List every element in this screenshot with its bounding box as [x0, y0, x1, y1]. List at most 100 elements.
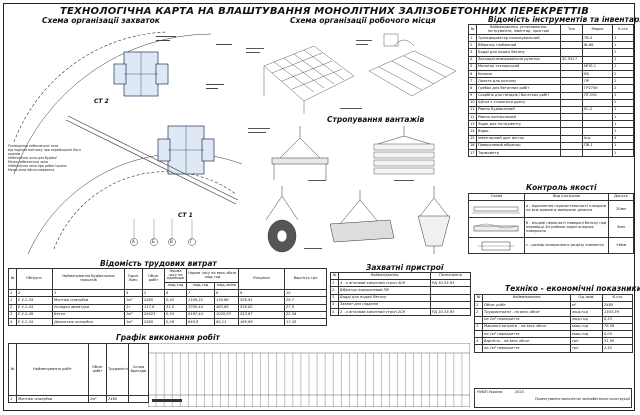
axis-labels: А Б В Г	[131, 239, 201, 247]
tools-table: № Найменування, установлення, інструмент…	[468, 24, 634, 158]
quality-title: Контроль якості	[526, 183, 597, 192]
labor-table-wrap: № Обґрунт. Найменування будівельних проц…	[8, 267, 328, 327]
schedule-wrap: № Найменування робіт Обсяг робіт Трудомі…	[8, 343, 470, 407]
labor-table: № Обґрунт. Найменування будівельних проц…	[8, 267, 328, 327]
labor-title: Відомість трудових витрат	[100, 259, 217, 268]
quality-header-scheme: Схема	[468, 192, 525, 202]
slinging-title: Стропування вантажів	[327, 115, 425, 124]
title-block: НУБІП України 2023 Проектування монолітн…	[474, 388, 632, 408]
scheme-c-drawing	[478, 241, 514, 250]
grips-plan-drawing	[13, 31, 243, 255]
tools-title: Відомість інструментів та інвентаря	[488, 15, 640, 24]
workplace-drawing	[244, 26, 462, 118]
axis-g: Г	[190, 239, 193, 244]
table-row: а - відхилення горизонтальності площини …	[468, 200, 634, 219]
grips-notes: Розміщення небезпечної зони від падіння …	[8, 144, 94, 172]
quality-header-control: Вид контролю	[524, 192, 609, 202]
schedule-table: № Найменування робіт Обсяг робіт Трудомі…	[8, 343, 149, 404]
axis-v: В	[170, 239, 173, 244]
label-st2: СТ 2	[94, 98, 109, 105]
label-st1: СТ 1	[178, 212, 193, 219]
note-3: Небезпечна зона для будівлі	[8, 156, 57, 160]
quality-scheme-c	[468, 237, 525, 255]
quality-header-tolerance: Допуск	[608, 192, 634, 202]
tools-table-wrap: № Найменування, установлення, інструмент…	[468, 24, 634, 158]
schedule-bar	[152, 399, 182, 402]
note-1: Розміщення небезпечної зони	[8, 144, 59, 148]
note-2: від падіння вантажу при переміщенні його…	[8, 148, 81, 156]
stamp-text: Проектування монолітної залізобетонної к…	[535, 397, 631, 401]
economics-title: Техніко - економічні показники	[505, 284, 640, 293]
tools-header-qty: К-сть	[612, 24, 634, 35]
tools-header-brand: Марка	[582, 24, 613, 35]
stamp-org: НУБІП України	[477, 390, 503, 394]
scheme-b-drawing	[473, 223, 519, 231]
stamp-year: 2023	[515, 390, 524, 394]
scheme-a-drawing	[472, 206, 520, 214]
slinging-drawings	[244, 124, 469, 260]
note-6: Межа зони обслуговування	[8, 168, 55, 172]
note-5: Небезпечна зона при роботі крана	[8, 164, 67, 168]
main-title: ТЕХНОЛОГІЧНА КАРТА НА ВЛАШТУВАННЯ МОНОЛІ…	[60, 6, 590, 17]
workplace-perspective	[246, 33, 457, 114]
schedule-title: Графік виконання робіт	[116, 333, 220, 342]
quality-table-wrap: Схема Вид контролю Допуск а - відхилення…	[468, 192, 634, 255]
table-row: с - розмір поперечного розрізу елемента …	[468, 237, 634, 255]
table-row: б - місцеві нерівності поверхні бетону п…	[468, 217, 634, 239]
tools-header-name: Найменування, установлення, інструменти,…	[476, 24, 561, 35]
note-4: Межа небезпечної зони	[8, 160, 48, 164]
grips-title: Схема організації захваток	[42, 16, 160, 25]
axis-a: А	[132, 239, 135, 244]
quality-table: Схема Вид контролю Допуск а - відхилення…	[468, 192, 634, 255]
sheet-frame	[3, 3, 635, 411]
schedule-day-grid	[148, 343, 470, 407]
slinging-schemes	[248, 126, 451, 254]
workplace-title: Схема організації робочого місця	[290, 16, 436, 25]
quality-scheme-b	[468, 217, 525, 239]
axis-b: Б	[152, 239, 155, 244]
tools-header-num: №	[468, 24, 477, 35]
devices-title: Захватні пристрої	[366, 263, 444, 272]
grips-plan: СТ 2 СТ 1 А Б В Г Розміщення небезпечної…	[6, 24, 244, 256]
quality-scheme-a	[468, 200, 525, 219]
tools-header-type: Тип	[560, 24, 583, 35]
